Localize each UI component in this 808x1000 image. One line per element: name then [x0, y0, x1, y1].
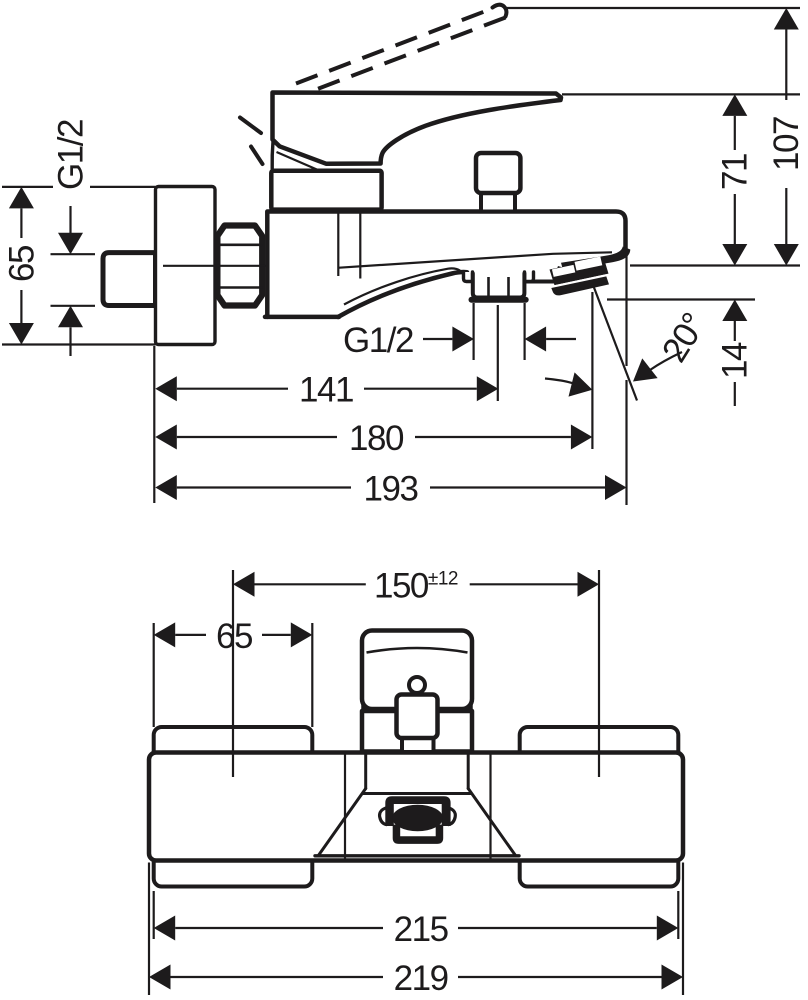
lever-grip-front — [394, 692, 440, 741]
lever-handle-side — [269, 90, 564, 212]
dim-label-wall-thread: G1/2 — [52, 120, 91, 190]
wall-connection-stub — [100, 250, 158, 308]
handle-collar — [269, 168, 384, 212]
body-middle-section — [313, 753, 521, 859]
dim-71: 71 — [716, 94, 755, 266]
dim-label-escutcheon-65: 65 — [2, 246, 41, 282]
dim-219: 219 — [147, 862, 685, 998]
dim-label-215: 215 — [394, 910, 448, 949]
dim-label-219: 219 — [394, 959, 448, 998]
dim-label-65-front: 65 — [216, 617, 252, 656]
front-view: 150±12 65 215 — [146, 567, 686, 998]
spout-outlet-front — [377, 796, 457, 844]
angle-annotation-20deg: 20° — [544, 286, 714, 401]
faucet-body-outline — [262, 209, 628, 320]
dim-150: 150±12 — [233, 567, 599, 606]
dim-180: 180 — [155, 292, 594, 458]
dim-label-hose-thread: G1/2 — [343, 321, 413, 360]
dim-193: 193 — [155, 255, 628, 509]
dim-label-107: 107 — [767, 117, 806, 171]
dim-label-180: 180 — [349, 419, 404, 458]
dim-107: 107 — [767, 8, 806, 266]
lever-pin — [407, 675, 427, 695]
dim-hose-thread: G1/2 — [343, 303, 576, 401]
spout-tip — [549, 246, 631, 296]
spout-top-line — [337, 251, 613, 269]
hose-outlet — [461, 270, 536, 303]
dim-label-14: 14 — [716, 342, 755, 379]
dim-label-71: 71 — [716, 154, 755, 190]
side-view: G1/2 65 G1/2 — [2, 2, 806, 509]
dim-label-20deg: 20° — [655, 307, 714, 369]
handle-open-position-dashes — [238, 2, 509, 166]
dim-escutcheon-65: 65 — [2, 185, 156, 346]
dim-14: 14 — [716, 299, 755, 406]
dim-65-front: 65 — [152, 617, 314, 727]
angle-reference-line — [592, 286, 639, 401]
dim-label-141: 141 — [299, 371, 353, 410]
dim-215: 215 — [152, 891, 680, 949]
dim-label-193: 193 — [364, 470, 418, 509]
lever-handle-front — [359, 628, 475, 754]
dim-label-150: 150±12 — [374, 567, 458, 606]
dim-141: 141 — [155, 371, 499, 410]
spout-inner-line — [343, 267, 463, 306]
faucet-body-fill — [267, 211, 626, 317]
dim-wall-thread: G1/2 — [50, 120, 95, 356]
diverter-knob-side — [473, 150, 523, 214]
